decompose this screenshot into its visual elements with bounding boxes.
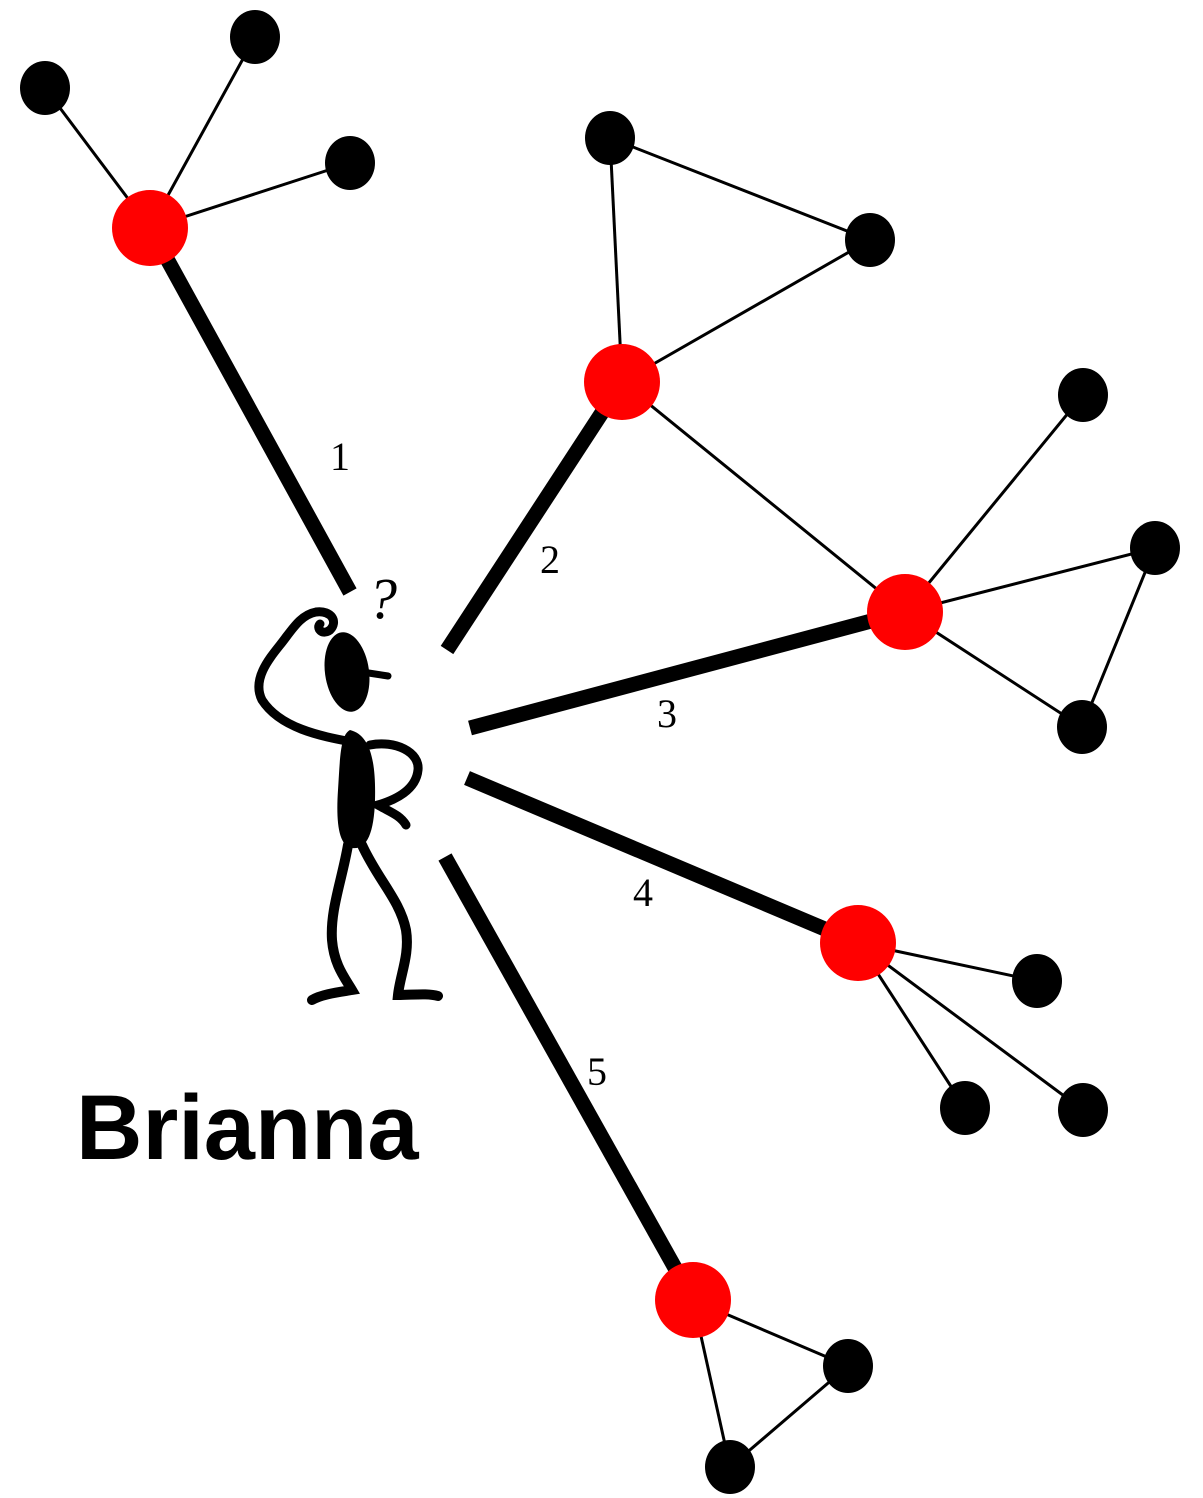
tie-5-line <box>438 853 700 1304</box>
figure-raised-arm <box>254 607 357 747</box>
edge-hub3-leaf-b <box>904 546 1156 614</box>
edge-leaf-a-leaf-b <box>609 136 871 242</box>
edge-hub2-hub3 <box>621 380 906 614</box>
strong-ties <box>143 224 907 1304</box>
tie-5-label: 5 <box>587 1049 607 1094</box>
leaf-node <box>1058 1083 1108 1137</box>
leaf-node <box>230 10 280 64</box>
tie-3-line <box>468 604 907 736</box>
tie-4-line <box>464 771 861 950</box>
edge-hub3-leaf-a <box>903 394 1085 613</box>
hub-node-3 <box>867 574 943 650</box>
leaf-node <box>940 1081 990 1135</box>
thinking-person-figure: ? <box>254 566 443 1005</box>
tie-1-label: 1 <box>330 434 350 479</box>
leaf-node <box>823 1339 873 1393</box>
thin-edges <box>43 36 1157 1469</box>
edge-leaf-a-leaf-b-5 <box>729 1364 849 1469</box>
figure-nose <box>358 668 392 680</box>
hub-node-2 <box>584 344 660 420</box>
figure-body <box>337 730 376 849</box>
person-name: Brianna <box>76 1077 419 1179</box>
hub-node-5 <box>655 1262 731 1338</box>
hub-node-4 <box>820 905 896 981</box>
leaf-node <box>705 1440 755 1494</box>
figure-hip-arm <box>365 739 423 830</box>
question-mark: ? <box>368 566 397 631</box>
leaf-node <box>1057 700 1107 754</box>
tie-2-line <box>440 377 629 655</box>
leaf-node <box>585 111 635 165</box>
leaf-node <box>20 61 70 115</box>
hub-nodes <box>112 190 943 1338</box>
figure-left-leg <box>307 840 360 1005</box>
figure-right-leg <box>357 840 443 1001</box>
leaf-nodes <box>20 10 1180 1494</box>
leaf-node <box>1130 521 1180 575</box>
hub-node-1 <box>112 190 188 266</box>
tie-1-line <box>143 224 357 596</box>
leaf-node <box>845 213 895 267</box>
figure-head <box>324 632 370 712</box>
leaf-node <box>325 136 375 190</box>
tie-4-label: 4 <box>633 870 653 915</box>
edge-leaf-b-leaf-c <box>1080 547 1157 728</box>
leaf-node <box>1058 368 1108 422</box>
edge-hub2-leaf-b <box>621 238 871 384</box>
tie-2-label: 2 <box>540 537 560 582</box>
tie-3-label: 3 <box>657 691 677 736</box>
leaf-node <box>1012 954 1062 1008</box>
edge-hub4-leaf-b <box>857 941 1084 1112</box>
edge-hub2-leaf-a <box>608 137 624 383</box>
